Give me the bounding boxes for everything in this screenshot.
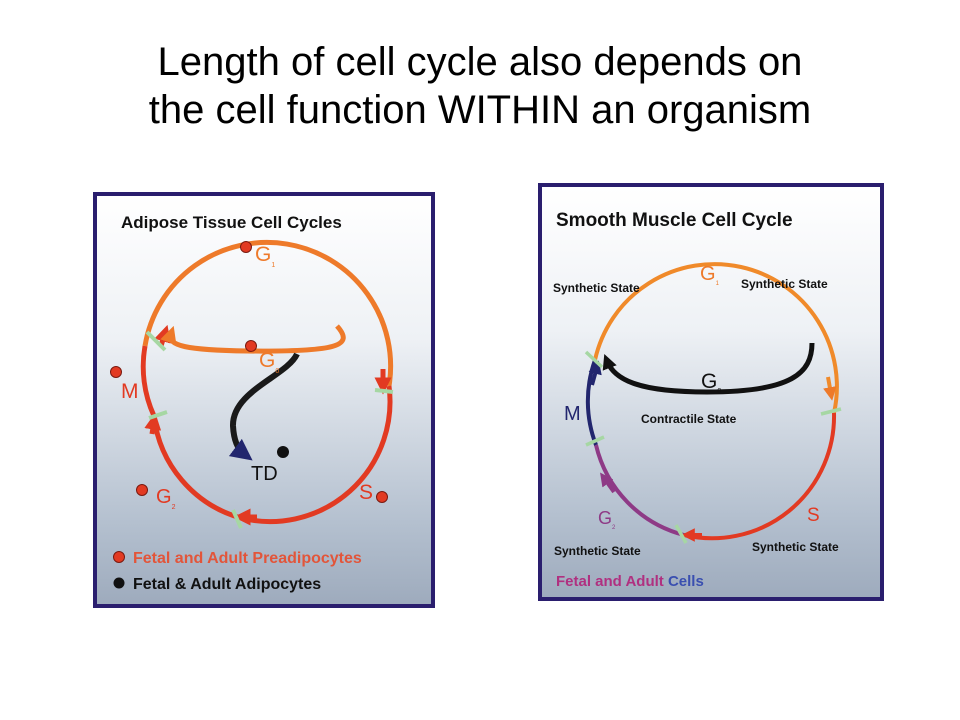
sm-arrow-right [823,376,837,401]
sm-arrow-left-lower [600,472,616,494]
slide-title-line-1: Length of cell cycle also depends on [157,40,803,84]
sm-m-label: M [564,403,581,425]
sm-g2-arc [594,444,685,537]
adipose-tick-s-g2 [231,509,243,529]
legend-black-dot [113,577,125,589]
sm-g1-arc [593,262,839,414]
sm-synthetic-bottom-right: Synthetic State [752,540,839,554]
adipose-m-arc [140,345,157,418]
sm-tick-s-g2 [674,524,688,544]
adipose-s-dot [376,491,388,503]
adipose-g2-label: G2 [156,486,176,511]
adipose-arrow-left-lower [144,412,162,435]
adipose-cycle-panel: Adipose Tissue Cell Cycles G1 G0 [93,192,435,608]
adipose-g0-label: G0 [259,349,279,375]
sm-contractile-state: Contractile State [641,412,737,426]
adipose-g1-dot [240,241,252,253]
sm-synthetic-top-left: Synthetic State [553,281,640,295]
slide-title: Length of cell cycle also depends on the… [0,38,960,134]
slide-title-line-2: the cell function WITHIN an organism [148,88,812,132]
sm-g2-label: G2 [598,508,616,531]
sm-footer: Fetal and Adult Cells [556,573,704,590]
sm-g0-loop [602,342,815,395]
smooth-muscle-title: Smooth Muscle Cell Cycle [556,210,793,231]
sm-s-label: S [807,505,820,526]
adipose-m-label: M [121,380,139,403]
adipose-g1-arc [142,239,394,387]
adipose-cycle-diagram: Adipose Tissue Cell Cycles G1 G0 [110,213,394,593]
sm-checkpoint-ticks [584,350,842,544]
sm-arrow-left-upper [588,360,602,386]
adipose-tick-g1-s [374,388,394,394]
adipose-tick-g1-m [145,330,167,352]
adipose-td-dot [277,446,289,458]
adipose-g2-arc [151,415,242,521]
sm-g0-label: G0 [701,370,721,395]
legend-adipocytes: Fetal & Adult Adipocytes [133,576,321,593]
adipose-g2-dot [136,484,148,496]
legend-red-dot [113,551,125,563]
sm-tick-m-g2 [585,435,605,447]
adipose-td-arrow [228,352,300,461]
legend-preadipocytes: Fetal and Adult Preadipocytes [133,550,362,567]
sm-tick-g1-m [584,350,604,369]
adipose-m-dot [110,366,122,378]
adipose-s-label: S [359,481,373,504]
sm-synthetic-top-right: Synthetic State [741,277,828,291]
adipose-tick-m-g2 [148,410,168,420]
adipose-s-arc [240,385,393,525]
adipose-title: Adipose Tissue Cell Cycles [121,213,342,232]
smooth-muscle-cycle-panel: Smooth Muscle Cell Cycle G1 G0 M S G2 Sy… [538,183,884,601]
adipose-g0-loop [160,324,346,354]
sm-tick-g1-s [820,407,842,416]
smooth-muscle-cycle-diagram: Smooth Muscle Cell Cycle G1 G0 M S G2 Sy… [553,210,842,590]
sm-s-arc [683,412,837,541]
adipose-g0-dot [245,340,257,352]
adipose-checkpoint-ticks [145,330,394,529]
adipose-td-label: TD [251,463,278,485]
adipose-g1-label: G1 [255,243,275,269]
sm-synthetic-bottom-left: Synthetic State [554,544,641,558]
sm-g1-label: G1 [700,263,720,287]
